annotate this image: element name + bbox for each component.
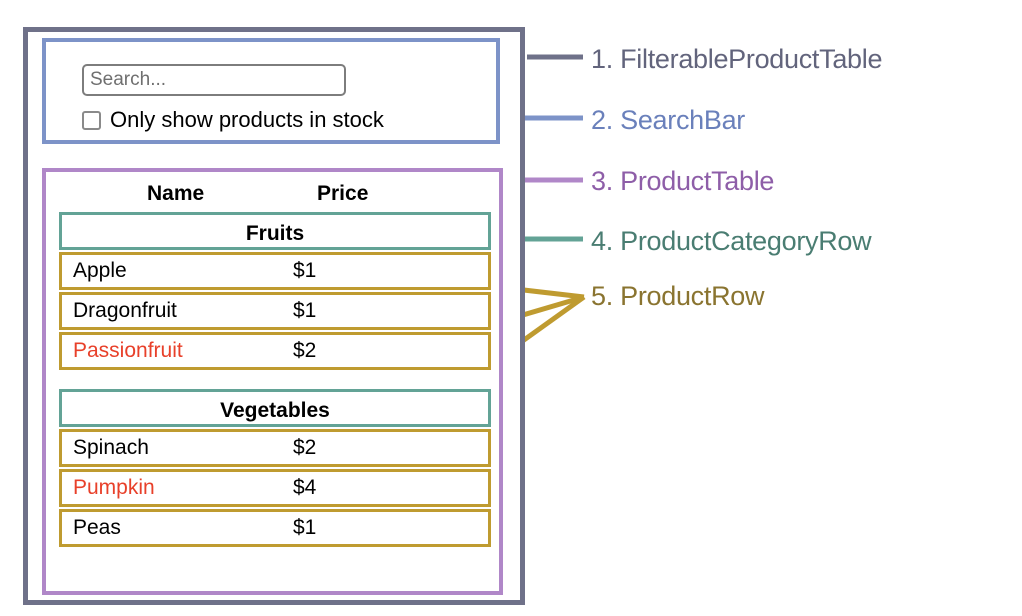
product-row[interactable]: Peas $1 [59, 509, 491, 547]
search-input[interactable] [82, 64, 346, 96]
group-spacer [59, 372, 491, 389]
product-category-label: Vegetables [220, 399, 330, 422]
product-price: $1 [293, 299, 317, 322]
product-name: Apple [73, 259, 127, 282]
product-name: Dragonfruit [73, 299, 177, 322]
product-table-inner: Name Price Fruits Apple $1 Dragonfruit $… [59, 178, 491, 549]
annotation-label-product-row: 5. ProductRow [591, 281, 765, 311]
annotation-label-filterable-product-table: 1. FilterableProductTable [591, 44, 883, 74]
product-row[interactable]: Dragonfruit $1 [59, 292, 491, 330]
product-name: Spinach [73, 436, 149, 459]
annotation-label-product-table: 3. ProductTable [591, 166, 775, 196]
product-price: $1 [293, 516, 317, 539]
product-name: Passionfruit [73, 339, 183, 362]
product-row[interactable]: Passionfruit $2 [59, 332, 491, 370]
product-table: Name Price Fruits Apple $1 Dragonfruit $… [42, 168, 503, 595]
in-stock-filter-row[interactable]: Only show products in stock [82, 104, 384, 136]
product-table-header-row: Name Price [59, 178, 491, 212]
product-price: $1 [293, 259, 317, 282]
in-stock-checkbox-label: Only show products in stock [110, 107, 384, 132]
product-price: $4 [293, 476, 317, 499]
product-row[interactable]: Pumpkin $4 [59, 469, 491, 507]
product-row[interactable]: Apple $1 [59, 252, 491, 290]
product-name: Pumpkin [73, 476, 155, 499]
product-category-row: Fruits [59, 212, 491, 250]
in-stock-checkbox[interactable] [82, 110, 101, 130]
annotation-label-search-bar: 2. SearchBar [591, 105, 745, 135]
product-row[interactable]: Spinach $2 [59, 429, 491, 467]
product-category-label: Fruits [245, 222, 305, 245]
product-price: $2 [293, 339, 317, 362]
product-price: $2 [293, 436, 317, 459]
column-header-price: Price [317, 182, 369, 205]
column-header-name: Name [147, 182, 205, 205]
product-name: Peas [73, 516, 121, 539]
annotation-label-product-category-row: 4. ProductCategoryRow [591, 226, 872, 256]
search-bar: Only show products in stock [42, 38, 500, 144]
product-category-row: Vegetables [59, 389, 491, 427]
